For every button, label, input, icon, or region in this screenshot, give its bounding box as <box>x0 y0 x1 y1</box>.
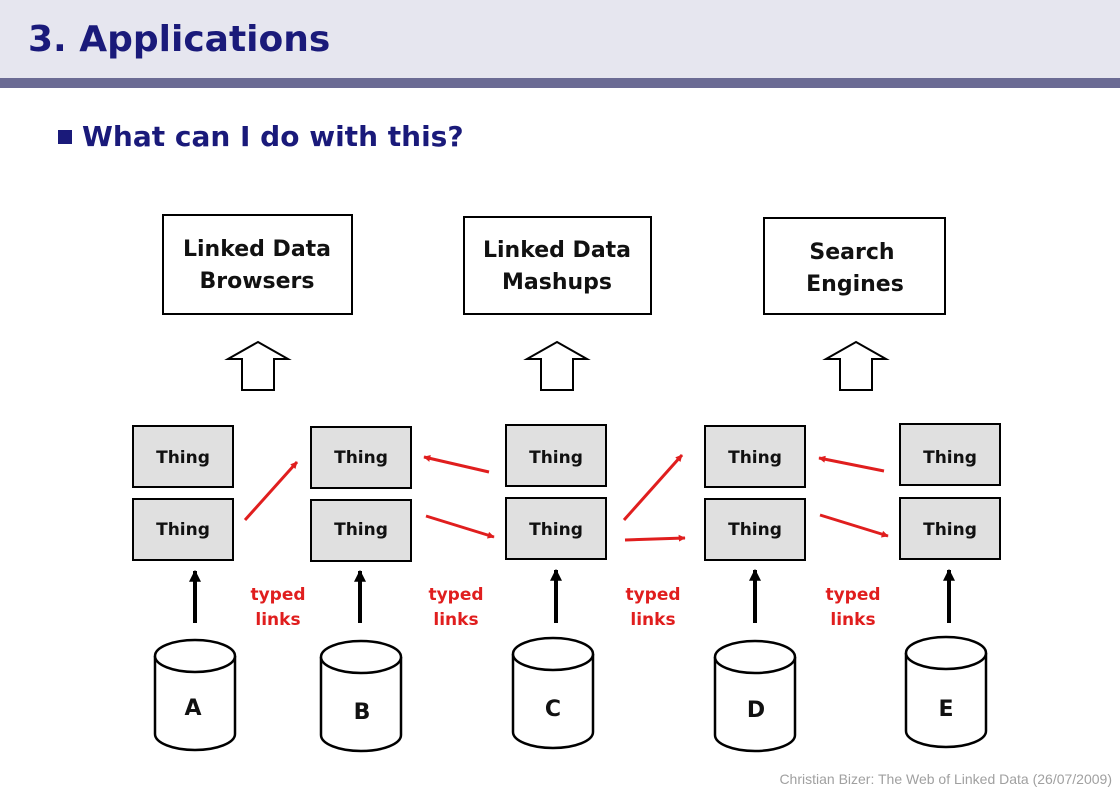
svg-text:typed: typed <box>428 585 483 605</box>
svg-text:links: links <box>255 610 300 630</box>
app-box-line1: Linked Data <box>183 237 331 262</box>
typed-links-label: typed links <box>250 585 305 630</box>
typed-links-label: typed links <box>428 585 483 630</box>
thing-box: Thing <box>505 424 607 487</box>
data-source-label: C <box>545 697 561 722</box>
database-cylinder-icon: D <box>713 639 797 753</box>
app-box-line2: Browsers <box>199 269 314 294</box>
svg-text:typed: typed <box>625 585 680 605</box>
app-box-line1: Linked Data <box>483 238 631 263</box>
thing-box: Thing <box>132 425 234 488</box>
thing-box: Thing <box>704 425 806 488</box>
hollow-up-arrow-icon <box>822 340 890 391</box>
header-divider <box>0 78 1120 88</box>
typed-link-arrow <box>243 460 299 522</box>
bullet-square-icon <box>58 130 72 144</box>
bullet-question: What can I do with this? <box>82 120 464 153</box>
thing-box: Thing <box>132 498 234 561</box>
svg-text:Thing: Thing <box>334 448 388 468</box>
thing-box: Thing <box>899 497 1001 560</box>
svg-text:typed: typed <box>825 585 880 605</box>
svg-text:Thing: Thing <box>728 520 782 540</box>
thing-box: Thing <box>505 497 607 560</box>
svg-text:typed: typed <box>250 585 305 605</box>
thing-box: Thing <box>310 426 412 489</box>
thing-box: Thing <box>704 498 806 561</box>
typed-links-label: typed links <box>825 585 880 630</box>
data-source-label: D <box>747 698 765 723</box>
slide-header <box>0 0 1120 78</box>
data-source-label: E <box>938 697 953 722</box>
slide-title: 3. Applications <box>28 19 331 60</box>
svg-text:Thing: Thing <box>529 520 583 540</box>
app-box-line2: Engines <box>806 272 904 297</box>
svg-text:Thing: Thing <box>156 520 210 540</box>
svg-text:Thing: Thing <box>156 448 210 468</box>
svg-text:links: links <box>630 610 675 630</box>
database-cylinder-icon: E <box>904 635 988 749</box>
app-box-search-engines: Search Engines <box>763 217 946 315</box>
database-cylinder-icon: C <box>511 636 595 750</box>
data-source-label: B <box>354 700 371 725</box>
typed-link-arrow <box>622 454 684 521</box>
svg-text:Thing: Thing <box>923 520 977 540</box>
svg-text:Thing: Thing <box>728 448 782 468</box>
thing-box: Thing <box>310 499 412 562</box>
app-box-line1: Search <box>809 240 894 265</box>
app-box-line2: Mashups <box>502 270 612 295</box>
typed-link-arrow <box>425 514 495 539</box>
app-box-linked-data-browsers: Linked Data Browsers <box>162 214 353 315</box>
svg-text:Thing: Thing <box>334 520 388 540</box>
svg-text:Thing: Thing <box>923 448 977 468</box>
thing-box: Thing <box>899 423 1001 486</box>
svg-text:Thing: Thing <box>529 448 583 468</box>
typed-link-arrow <box>423 455 490 474</box>
database-cylinder-icon: A <box>153 638 237 752</box>
svg-text:links: links <box>830 610 875 630</box>
footer-credit: Christian Bizer: The Web of Linked Data … <box>779 771 1112 787</box>
typed-link-arrow <box>624 534 686 542</box>
database-cylinder-icon: B <box>319 639 403 753</box>
typed-link-arrow <box>819 513 889 538</box>
svg-text:links: links <box>433 610 478 630</box>
hollow-up-arrow-icon <box>224 340 292 391</box>
hollow-up-arrow-icon <box>523 340 591 391</box>
typed-links-label: typed links <box>625 585 680 630</box>
typed-link-arrow <box>818 455 885 473</box>
data-source-label: A <box>184 696 201 721</box>
app-box-linked-data-mashups: Linked Data Mashups <box>463 216 652 315</box>
